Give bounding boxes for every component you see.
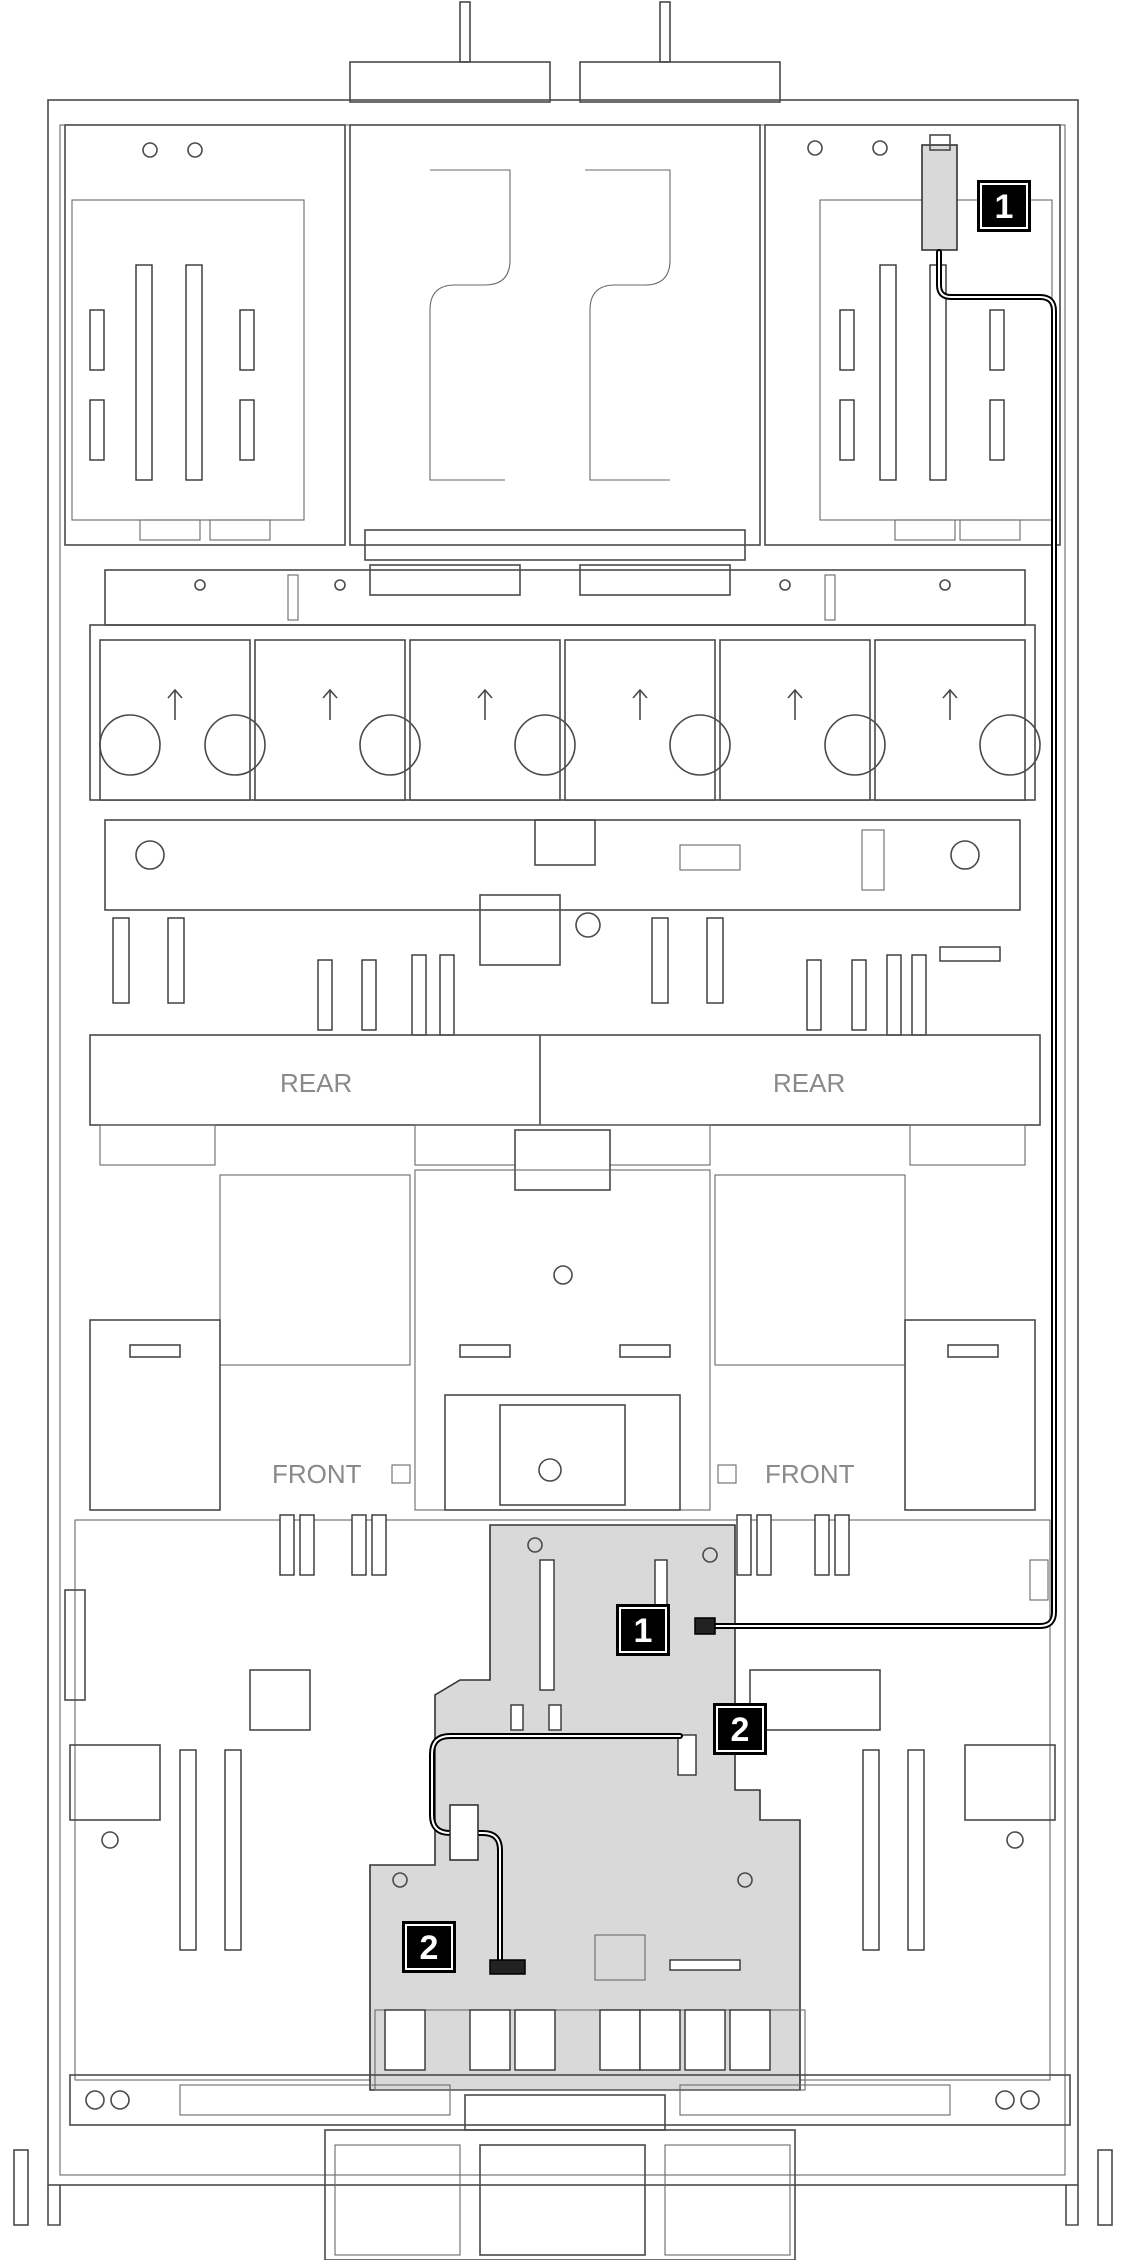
io-board (369, 1524, 801, 2091)
fan-modules (89, 624, 1041, 801)
callout-2-left-number: 2 (420, 1929, 439, 1967)
front-io-area (69, 2009, 1071, 2260)
lower-motherboard (64, 1514, 1056, 2081)
power-distribution-area (104, 819, 1021, 966)
cable-2 (429, 1733, 683, 1975)
riser-connector-1 (921, 134, 958, 251)
cross-bar (104, 569, 1026, 626)
callout-2-right: 2 (713, 1703, 767, 1755)
callout-2-right-number: 2 (731, 1711, 750, 1749)
callout-1-top-number: 1 (995, 188, 1014, 226)
callout-1-board-number: 1 (634, 1612, 653, 1650)
cable-1 (694, 249, 1057, 1635)
air-baffles (89, 1034, 1041, 1511)
callout-1-top: 1 (977, 180, 1031, 232)
mid-connectors (112, 917, 1001, 1036)
rear-center-duct (349, 124, 761, 596)
rear-label-left: REAR (280, 1068, 352, 1098)
callout-1-board: 1 (616, 1604, 670, 1656)
callout-2-left: 2 (402, 1921, 456, 1973)
front-label-right: FRONT (765, 1459, 855, 1489)
rear-label-right: REAR (773, 1068, 845, 1098)
front-label-left: FRONT (272, 1459, 362, 1489)
top-guide-pins (349, 1, 781, 103)
rear-left-riser-cage (64, 124, 346, 546)
